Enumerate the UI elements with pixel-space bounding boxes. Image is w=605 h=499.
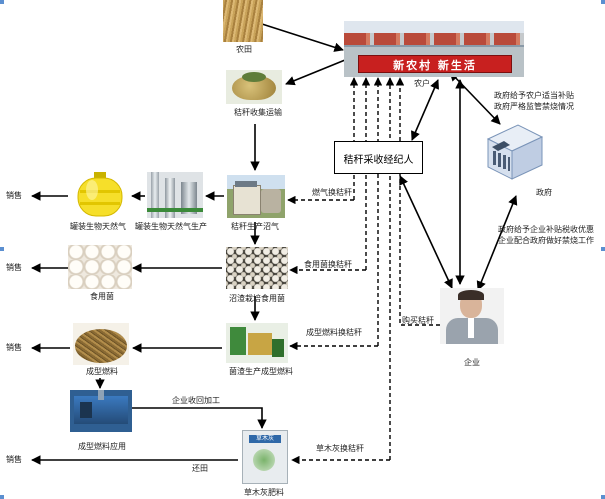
bottled-gas-label: 罐装生物天然气: [70, 222, 126, 231]
arrow-boiler-to-fertilizer: [132, 407, 267, 429]
enterprise-collect-label: 企业收回加工: [172, 396, 220, 405]
pellet-machine-photo: [226, 323, 288, 363]
sale-label-gas: 销售: [6, 191, 22, 200]
fertilizer-bag-photo: 草木灰: [242, 430, 288, 484]
farmland-label: 农田: [236, 45, 252, 54]
corner-dot: [601, 495, 605, 499]
arrow-farmland-to-farmers: [261, 23, 344, 52]
fertilizer-bag-text: 草木灰: [255, 435, 274, 442]
village-photo: 新农村 新生活: [344, 21, 524, 77]
corner-dot: [0, 0, 4, 4]
straw-bale-photo: [226, 70, 282, 104]
biogas-plant-photo: [227, 175, 285, 218]
gov-to-farmers-note-1: 政府给予农户适当补贴: [494, 91, 574, 100]
link-farmers-broker: [411, 79, 439, 141]
sale-label-fertilizer: 销售: [6, 455, 22, 464]
enterprise-label: 企业: [464, 358, 480, 367]
village-banner: 新农村 新生活: [358, 55, 512, 73]
pellet-production-label: 菌渣生产成型燃料: [229, 367, 293, 376]
village-roofs: [344, 33, 524, 45]
exchange-ash-label: 草木灰换秸秆: [316, 444, 364, 453]
mushroom-cultivation-photo: [226, 247, 288, 289]
fertilizer-label: 草木灰肥料: [244, 488, 284, 497]
banner-text: 新农村 新生活: [393, 59, 477, 72]
farmers-label: 农户: [414, 79, 430, 88]
businessman-photo: [440, 288, 504, 344]
gov-to-enterprise-note-1: 政府给予企业补贴税收优惠: [498, 225, 594, 234]
pellet-fuel-label: 成型燃料: [86, 367, 118, 376]
exchange-gas-label: 燃气换秸秆: [312, 188, 352, 197]
mushroom-photo: [68, 245, 132, 289]
straw-collection-label: 秸秆收集运输: [234, 108, 282, 117]
exchange-mushroom-label: 食用菌换秸秆: [304, 260, 352, 269]
mushroom-base-label: 沼渣栽培食用菌: [229, 294, 285, 303]
biogas-production-label: 秸秆生产沼气: [231, 222, 279, 231]
arrow-farmers-to-collection: [285, 59, 346, 86]
corner-dot: [601, 247, 605, 251]
biogas-equipment-label: 罐装生物天然气生产: [135, 222, 207, 231]
broker-label: 秸秆采收经纪人: [343, 155, 414, 166]
gov-to-farmers-note-2: 政府严格监管禁烧情况: [494, 102, 574, 111]
government-building-icon: [486, 124, 544, 180]
gas-tank-icon: [77, 172, 123, 217]
buy-straw-label: 购买秸秆: [402, 316, 434, 325]
dashed-buy-straw: [395, 77, 440, 326]
sale-label-pellet: 销售: [6, 343, 22, 352]
corner-dot: [0, 247, 4, 251]
broker-box: 秸秆采收经纪人: [334, 141, 423, 174]
gov-to-enterprise-note-2: 企业配合政府做好禁烧工作: [498, 236, 594, 245]
link-broker-enterprise: [399, 175, 453, 289]
pellet-use-label: 成型燃料应用: [78, 442, 126, 451]
return-field-label: 还田: [192, 464, 208, 473]
gas-equipment-photo: [147, 172, 203, 218]
corner-dot: [601, 0, 605, 4]
government-label: 政府: [536, 188, 552, 197]
corner-dot: [0, 495, 4, 499]
mushroom-label: 食用菌: [90, 292, 114, 301]
straw-field-photo: [223, 0, 263, 42]
sale-label-mushroom: 销售: [6, 263, 22, 272]
exchange-pellet-label: 成型燃料换秸秆: [306, 328, 362, 337]
link-government-enterprise: [476, 195, 518, 291]
pellet-fuel-photo: [73, 323, 129, 365]
boiler-photo: [70, 390, 132, 432]
